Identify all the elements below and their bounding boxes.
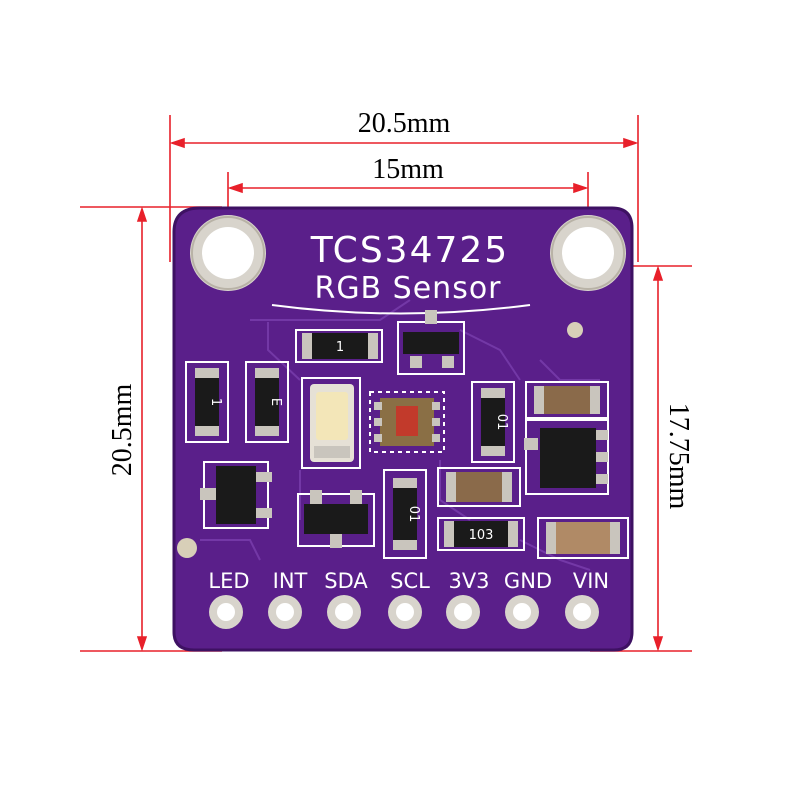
- header-pads: [209, 595, 599, 629]
- pad-3v3: [446, 595, 480, 629]
- resistor-left-1-code: 1: [208, 398, 223, 406]
- resistor-left-2: E: [245, 361, 289, 443]
- board-title: TCS34725: [310, 230, 509, 271]
- mounting-hole-right: [550, 215, 626, 291]
- board-subtitle: RGB Sensor: [314, 271, 501, 306]
- voltage-regulator: [524, 419, 609, 495]
- pad-led: [209, 595, 243, 629]
- dimension-lines: [80, 115, 692, 652]
- pad-scl: [388, 595, 422, 629]
- resistor-bottom-left-code: 01: [406, 506, 421, 523]
- pin-label-3v3: 3V3: [448, 569, 489, 593]
- pin-label-led: LED: [208, 569, 249, 593]
- resistor-mid-right-code: 01: [494, 414, 509, 431]
- pad-int: [268, 595, 302, 629]
- resistor-top: 1: [295, 329, 383, 363]
- resistor-bottom-left: 01: [383, 469, 427, 559]
- transistor-bottom: [297, 490, 375, 548]
- pad-gnd: [505, 595, 539, 629]
- resistor-mid-right: 01: [471, 381, 515, 463]
- resistor-top-code: 1: [336, 340, 344, 355]
- pin-label-gnd: GND: [504, 569, 552, 593]
- pin-label-sda: SDA: [324, 569, 368, 593]
- pin-label-scl: SCL: [390, 569, 430, 593]
- mounting-hole-left: [190, 215, 266, 291]
- resistor-bottom-code: 103: [469, 528, 494, 543]
- dim-label-left: 20.5mm: [107, 384, 138, 477]
- resistor-bottom: 103: [437, 517, 525, 551]
- resistor-left-1: 1: [185, 361, 229, 443]
- pin-labels: LED INT SDA SCL 3V3 GND VIN: [208, 569, 609, 593]
- pcb-board: TCS34725 RGB Sensor 1 1: [172, 206, 634, 652]
- capacitor-mid: [437, 467, 521, 507]
- dim-label-top: 20.5mm: [358, 108, 451, 139]
- pad-vin: [565, 595, 599, 629]
- pin-label-int: INT: [273, 569, 308, 593]
- color-sensor-chip: [369, 391, 445, 453]
- pad-sda: [327, 595, 361, 629]
- dim-label-right: 17.75mm: [663, 403, 694, 510]
- transistor-top: [397, 310, 465, 375]
- resistor-left-2-code: E: [268, 398, 283, 406]
- capacitor-bottom-right: [537, 517, 629, 559]
- pin-label-vin: VIN: [573, 569, 609, 593]
- capacitor-top-right: [525, 381, 609, 419]
- white-led: [301, 377, 361, 469]
- transistor-left: [200, 461, 272, 529]
- dim-label-hole-spacing: 15mm: [372, 154, 444, 185]
